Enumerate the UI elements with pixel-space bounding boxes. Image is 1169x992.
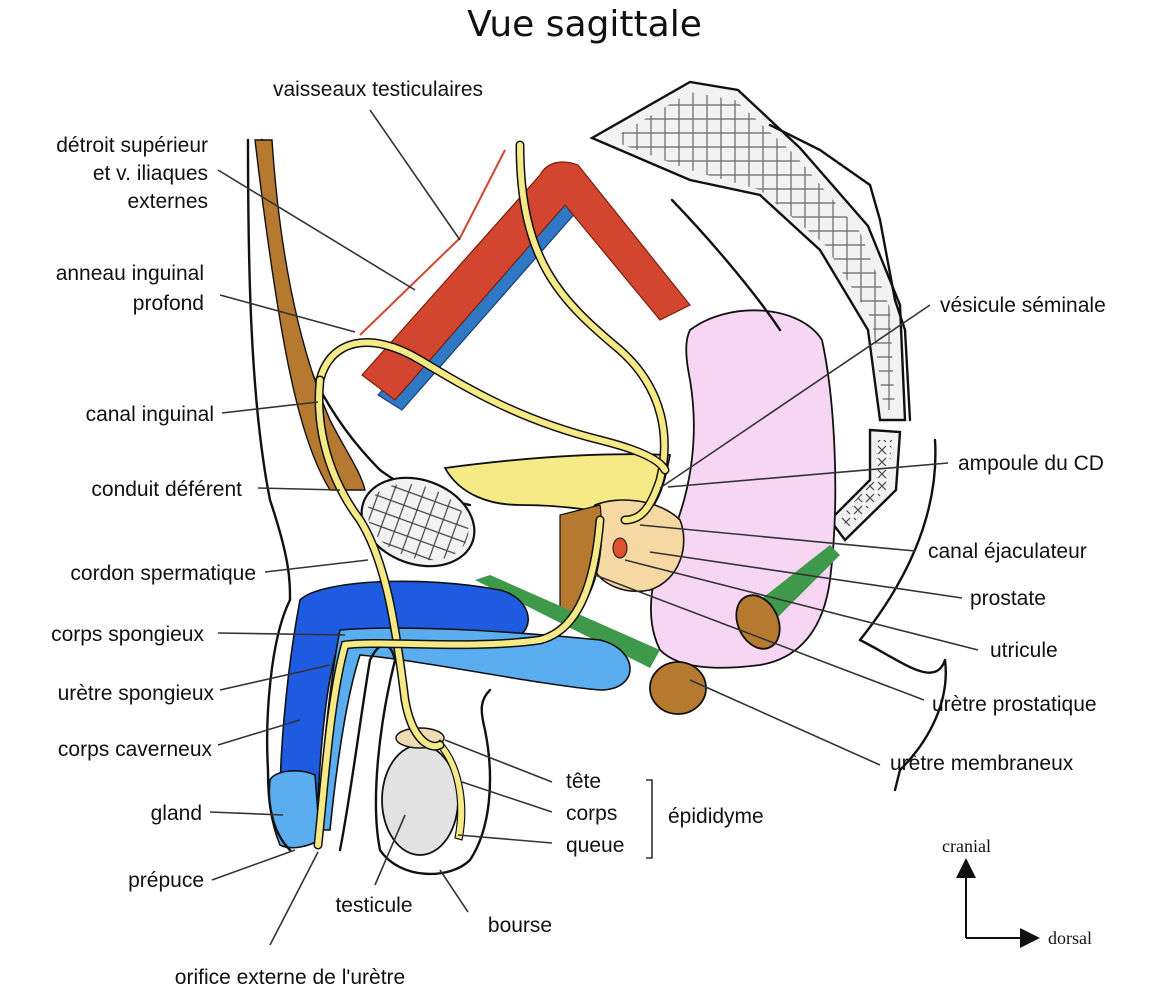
label-cordon-spermatique: cordon spermatique <box>70 562 256 585</box>
label-canal-inguinal: canal inguinal <box>86 403 214 426</box>
testis <box>382 745 458 855</box>
label-testicule: testicule <box>335 894 412 917</box>
orientation-compass: cranial dorsal <box>942 836 1092 948</box>
label-prostate: prostate <box>970 587 1046 610</box>
vas-deferens-loop <box>320 343 665 470</box>
label-epididyme: épididyme <box>668 805 764 828</box>
label-vesicule-seminale: vésicule séminale <box>940 294 1106 317</box>
label-queue: queue <box>566 834 624 857</box>
perineal-body <box>650 662 706 714</box>
label-corps: corps <box>566 802 617 825</box>
label-vaisseaux-testiculaires: vaisseaux testiculaires <box>273 78 483 101</box>
label-canal-ejaculateur: canal éjaculateur <box>928 540 1087 563</box>
label-gland: gland <box>151 802 202 825</box>
label-corps-spongieux: corps spongieux <box>51 623 204 646</box>
compass-label-cranial: cranial <box>942 836 991 856</box>
label-utricule: utricule <box>990 639 1058 662</box>
label-anneau-line1: anneau inguinal <box>56 262 204 285</box>
label-ampoule-cd: ampoule du CD <box>958 452 1104 475</box>
label-tete: tête <box>566 770 601 793</box>
label-corps-caverneux: corps caverneux <box>58 738 213 761</box>
compass-label-dorsal: dorsal <box>1048 928 1092 948</box>
label-uretre-membraneux: urètre membraneux <box>890 752 1074 775</box>
vas-deferens-loop-fill <box>320 343 665 470</box>
label-uretre-spongieux: urètre spongieux <box>58 682 215 705</box>
abdominal-muscle <box>255 140 365 490</box>
corpus-spongiosum <box>318 628 630 830</box>
label-detroit-line2: et v. iliaques <box>93 162 208 185</box>
label-prepuce: prépuce <box>128 869 204 892</box>
label-orifice-externe: orifice externe de l'urètre <box>175 966 405 989</box>
label-anneau-line2: profond <box>133 292 204 315</box>
label-bourse: bourse <box>488 914 552 937</box>
glans <box>269 771 320 848</box>
epididymis-bracket <box>646 780 652 858</box>
label-conduit-deferent: conduit déférent <box>91 478 242 501</box>
label-detroit-line3: externes <box>127 190 208 213</box>
label-detroit-line1: détroit supérieur <box>56 134 208 157</box>
ejaculatory-duct-spot <box>613 538 627 558</box>
label-uretre-prostatique: urètre prostatique <box>932 693 1097 716</box>
